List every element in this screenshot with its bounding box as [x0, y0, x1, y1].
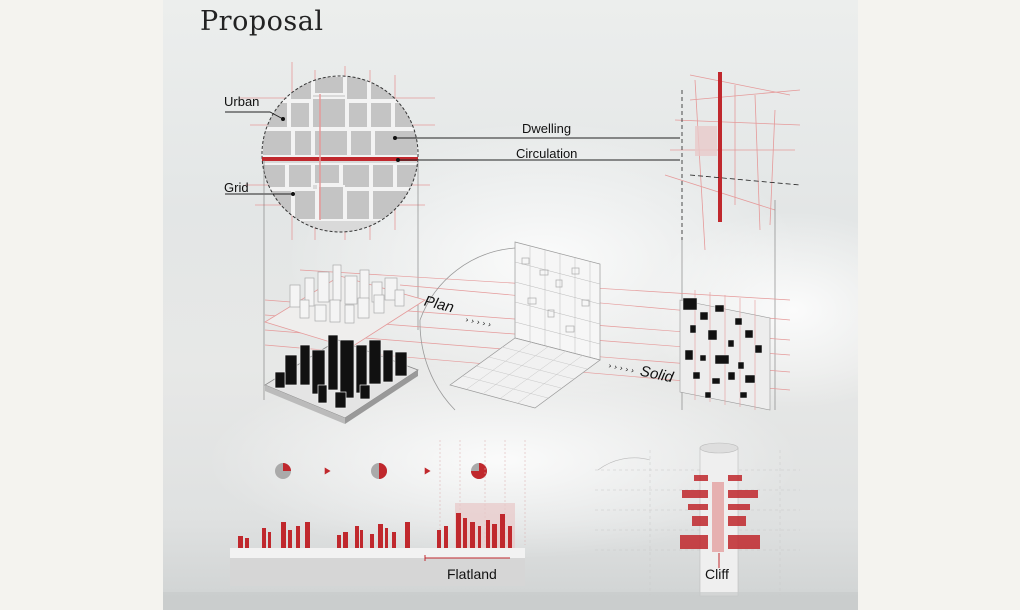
plan-wireframe-city	[264, 264, 426, 349]
page-title: Proposal	[200, 6, 324, 37]
pie-icon-1	[275, 463, 291, 479]
label-grid: Grid	[224, 180, 249, 195]
pie-icon-2	[371, 463, 387, 479]
label-cliff: Cliff	[705, 566, 729, 582]
flatland-bars	[230, 440, 526, 586]
cliff-tower	[595, 442, 800, 597]
label-dwelling: Dwelling	[522, 121, 572, 136]
leader-lines	[225, 111, 680, 195]
pie-arrows	[324, 467, 431, 475]
label-flatland: Flatland	[447, 566, 497, 582]
section-lines	[664, 72, 801, 251]
solid-city	[264, 334, 419, 424]
svg-text:› › › › ›: › › › › ›	[608, 361, 635, 375]
solid-scatter	[679, 290, 771, 411]
label-circulation: Circulation	[516, 146, 578, 161]
label-urban: Urban	[224, 94, 260, 109]
plan-to-solid-grid	[419, 241, 601, 411]
urban-grid-circle	[240, 62, 435, 240]
pie-icon-3	[471, 463, 487, 479]
